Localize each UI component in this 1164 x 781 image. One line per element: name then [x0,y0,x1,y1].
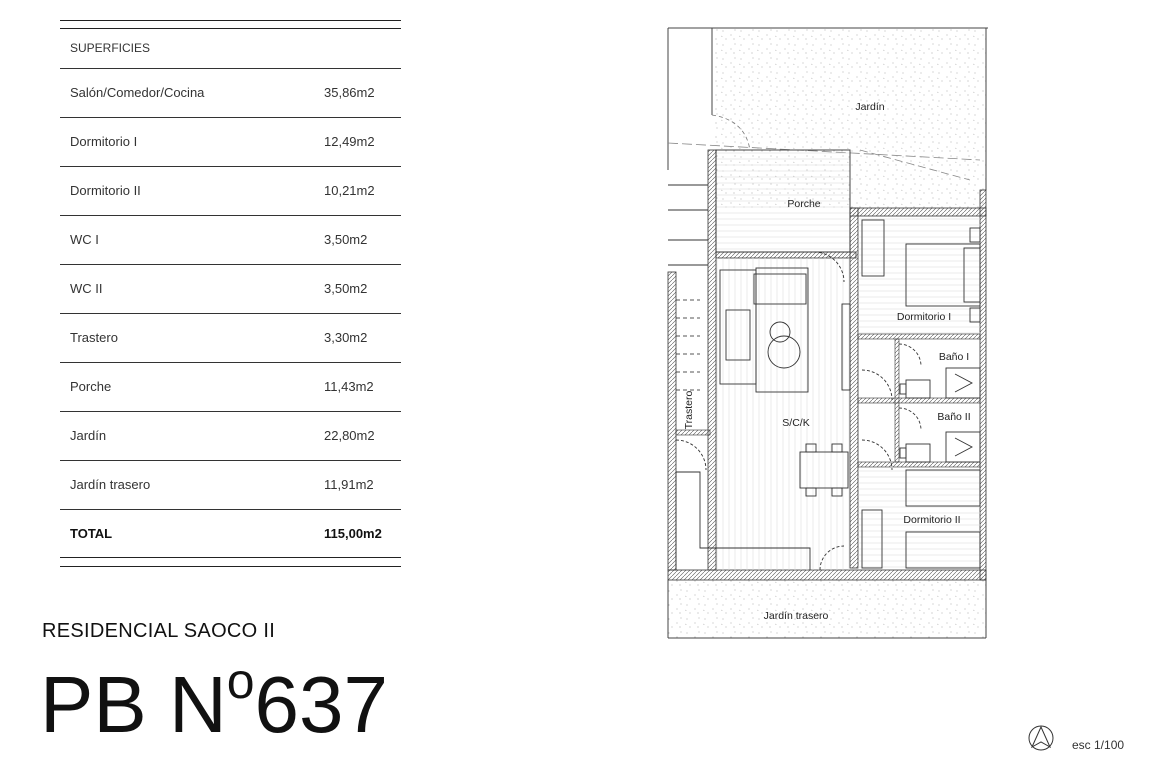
area-value: 11,43m2 [324,379,374,394]
table-row: Jardín trasero 11,91m2 [60,461,401,510]
room-label-jardin: Jardín [855,101,884,113]
room-label-jardin-trasero: Jardín trasero [764,610,829,622]
unit-number: 637 [254,660,389,749]
room-label-porche: Porche [787,198,820,210]
table-top-rule [60,20,401,21]
floor-plan: Jardín Porche Dormitorio I Baño I Baño I… [667,27,988,639]
area-label: Jardín trasero [70,477,151,492]
area-label: Dormitorio I [70,134,138,149]
area-value: 3,50m2 [324,232,368,247]
area-label: WC II [70,281,103,296]
bathroom-fixtures [861,343,981,471]
table-row: Porche 11,43m2 [60,363,401,412]
area-value: 3,30m2 [324,330,368,345]
table-row: WC II 3,50m2 [60,265,401,314]
area-value: 3,50m2 [324,281,368,296]
area-value: 22,80m2 [324,428,375,443]
room-label-dormitorio-1: Dormitorio I [897,311,951,323]
unit-degree: o [226,653,255,709]
area-label: Porche [70,379,112,394]
table-row: Dormitorio II 10,21m2 [60,167,401,216]
room-label-bano-1: Baño I [939,351,969,363]
garden-back [667,580,987,639]
table-row: WC I 3,50m2 [60,216,401,265]
living-floor [716,258,850,570]
walls [667,149,987,581]
table-row: Jardín 22,80m2 [60,412,401,461]
bedroom1-floor [858,216,980,334]
area-value: 10,21m2 [324,183,375,198]
areas-header: SUPERFICIES [70,41,151,55]
room-label-dormitorio-2: Dormitorio II [903,514,960,526]
unit-title: PB No637 [40,656,388,745]
room-label-trastero: Trastero [683,390,695,429]
area-value: 11,91m2 [324,477,374,492]
bedroom2-floor [858,467,980,570]
table-row: Trastero 3,30m2 [60,314,401,363]
table-bottom-rule [60,566,401,567]
room-label-bano-2: Baño II [937,411,970,423]
area-value: 12,49m2 [324,134,375,149]
bedroom1-furniture [861,219,981,401]
bedroom2-furniture [861,469,981,569]
area-label: WC I [70,232,99,247]
table-top-rule-2 [60,28,401,29]
living-furniture [675,251,851,571]
area-label: Dormitorio II [70,183,141,198]
table-row-total: TOTAL 115,00m2 [60,510,401,558]
unit-prefix: PB N [40,660,227,749]
north-arrow-icon [1028,725,1054,751]
residential-name: RESIDENCIAL SAOCO II [42,620,276,642]
scale-label: esc 1/100 [1072,738,1125,752]
area-label: Salón/Comedor/Cocina [70,85,205,100]
areas-header-row: SUPERFICIES [60,28,401,69]
stairs [668,184,708,391]
table-row: Dormitorio I 12,49m2 [60,118,401,167]
room-label-sck: S/C/K [782,417,809,429]
total-value: 115,00m2 [324,526,382,541]
area-value: 35,86m2 [324,85,375,100]
table-row: Salón/Comedor/Cocina 35,86m2 [60,69,401,118]
area-label: Trastero [70,330,118,345]
area-label: Jardín [70,428,107,443]
total-label: TOTAL [70,526,113,541]
porch-floor [715,149,851,253]
